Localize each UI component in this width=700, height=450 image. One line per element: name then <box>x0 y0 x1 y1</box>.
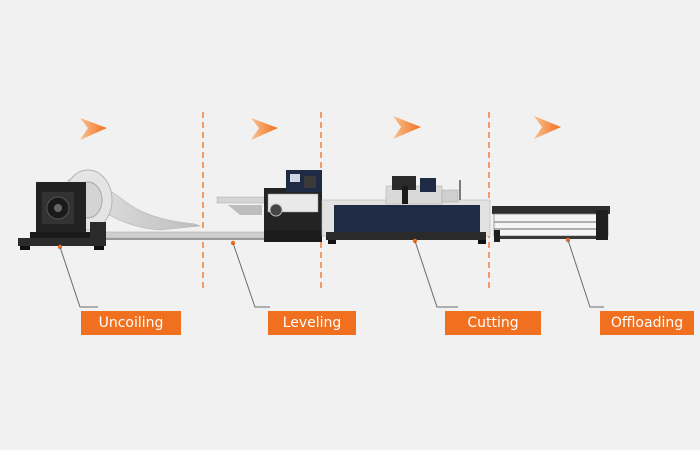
callout-cutting <box>412 238 458 308</box>
stage-arrow-uncoiling <box>80 118 107 140</box>
stage-label-leveling: Leveling <box>268 311 356 335</box>
callout-offloading <box>565 237 604 308</box>
stage-arrow-offloading <box>534 116 561 139</box>
stage-arrow-leveling <box>251 118 278 140</box>
callout-uncoiling <box>57 244 98 308</box>
callout-leveling <box>230 240 270 308</box>
offloading-table <box>492 206 610 242</box>
stage-label-offloading: Offloading <box>600 311 694 335</box>
leveling-machine <box>216 170 322 242</box>
stage-arrow-cutting <box>393 116 421 139</box>
stage-label-uncoiling: Uncoiling <box>81 311 181 335</box>
laser-cutting-machine <box>321 176 491 244</box>
stage-label-cutting: Cutting <box>445 311 541 335</box>
uncoiler-machine <box>18 169 113 250</box>
